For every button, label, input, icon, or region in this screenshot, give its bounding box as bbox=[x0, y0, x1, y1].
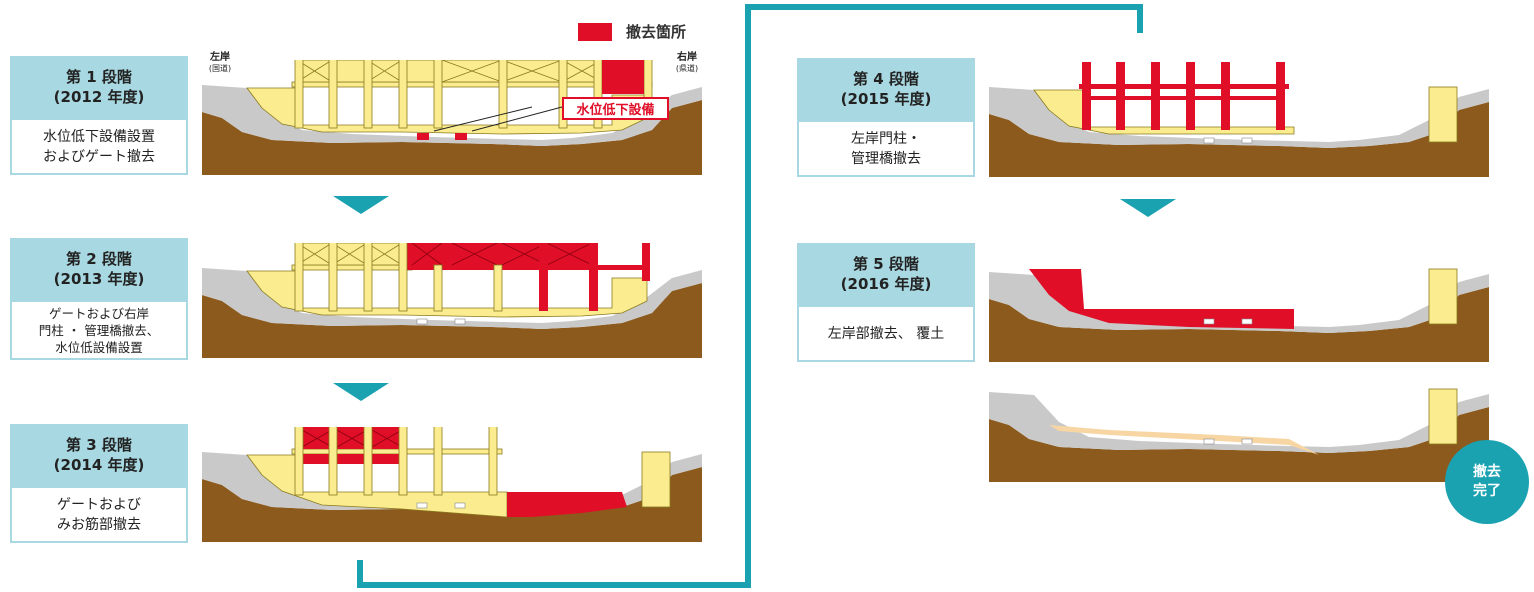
stage-4-title: 第 4 段階 bbox=[853, 70, 919, 88]
stage-4-header: 第 4 段階 (2015 年度) bbox=[797, 58, 975, 120]
stage-5-header: 第 5 段階 (2016 年度) bbox=[797, 243, 975, 305]
left-bank-label-sub: (国道) bbox=[208, 64, 232, 73]
stage-1-desc-line: およびゲート撤去 bbox=[43, 148, 155, 165]
down-arrow-1 bbox=[333, 196, 389, 214]
water-level-device-callout: 水位低下設備 bbox=[562, 97, 669, 120]
legend-label: 撤去箇所 bbox=[626, 23, 687, 41]
stage-4-desc-line: 管理橋撤去 bbox=[851, 150, 921, 167]
down-arrow-2 bbox=[333, 383, 389, 401]
stage-1-description: 水位低下設備設置 およびゲート撤去 bbox=[10, 118, 188, 175]
completion-line-1: 撤去 bbox=[1473, 464, 1501, 480]
stage-4-description: 左岸門柱・ 管理橋撤去 bbox=[797, 120, 975, 177]
stage-2-description: ゲートおよび右岸 門柱 ・ 管理橋撤去、 水位低設備設置 bbox=[10, 300, 188, 360]
completion-badge: 撤去 完了 bbox=[1445, 440, 1529, 524]
stage-2-title: 第 2 段階 bbox=[66, 250, 132, 268]
stage-2-desc-line: 水位低設備設置 bbox=[55, 339, 143, 355]
stage-1-header: 第 1 段階 (2012 年度) bbox=[10, 56, 188, 118]
stage-4-dam-diagram bbox=[989, 62, 1489, 177]
stage-5-title: 第 5 段階 bbox=[853, 255, 919, 273]
legend: 撤去箇所 bbox=[578, 21, 686, 42]
stage-4-desc-line: 左岸門柱・ bbox=[851, 130, 921, 147]
stage-1-dam-diagram bbox=[202, 60, 702, 175]
stage-2-desc-line: ゲートおよび右岸 bbox=[48, 305, 149, 321]
stage-3-dam-diagram bbox=[202, 427, 702, 542]
stage-5-year: (2016 年度) bbox=[840, 275, 932, 293]
stage-5-dam-diagram bbox=[989, 247, 1489, 362]
stage-5-desc-line: 左岸部撤去、 覆土 bbox=[827, 325, 945, 342]
left-bank-label-main: 左岸 bbox=[210, 52, 230, 63]
stage-2-dam-diagram bbox=[202, 243, 702, 358]
stage-2-header: 第 2 段階 (2013 年度) bbox=[10, 238, 188, 300]
stage-4-year: (2015 年度) bbox=[840, 90, 932, 108]
stage-3-desc-line: みお筋部撤去 bbox=[57, 516, 141, 533]
legend-removed-swatch bbox=[578, 22, 612, 41]
stage-1-desc-line: 水位低下設備設置 bbox=[43, 128, 155, 145]
stage-3-desc-line: ゲートおよび bbox=[57, 496, 141, 513]
stage-5-description: 左岸部撤去、 覆土 bbox=[797, 305, 975, 362]
stage-3-title: 第 3 段階 bbox=[66, 436, 132, 454]
stage-3-header: 第 3 段階 (2014 年度) bbox=[10, 424, 188, 486]
stage-1-year: (2012 年度) bbox=[53, 88, 145, 106]
stage-3-description: ゲートおよび みお筋部撤去 bbox=[10, 486, 188, 543]
right-bank-label-main: 右岸 bbox=[677, 52, 697, 63]
down-arrow-3 bbox=[1120, 199, 1176, 217]
right-bank-label-sub: (県道) bbox=[675, 64, 699, 73]
stage-1-title: 第 1 段階 bbox=[66, 68, 132, 86]
stage-2-year: (2013 年度) bbox=[53, 270, 145, 288]
completion-line-2: 完了 bbox=[1473, 483, 1501, 499]
left-bank-label: 左岸 (国道) bbox=[200, 52, 240, 74]
right-bank-label: 右岸 (県道) bbox=[667, 52, 707, 74]
completed-state-diagram bbox=[989, 367, 1489, 482]
stage-2-desc-line: 門柱 ・ 管理橋撤去、 bbox=[38, 322, 160, 338]
stage-3-year: (2014 年度) bbox=[53, 456, 145, 474]
